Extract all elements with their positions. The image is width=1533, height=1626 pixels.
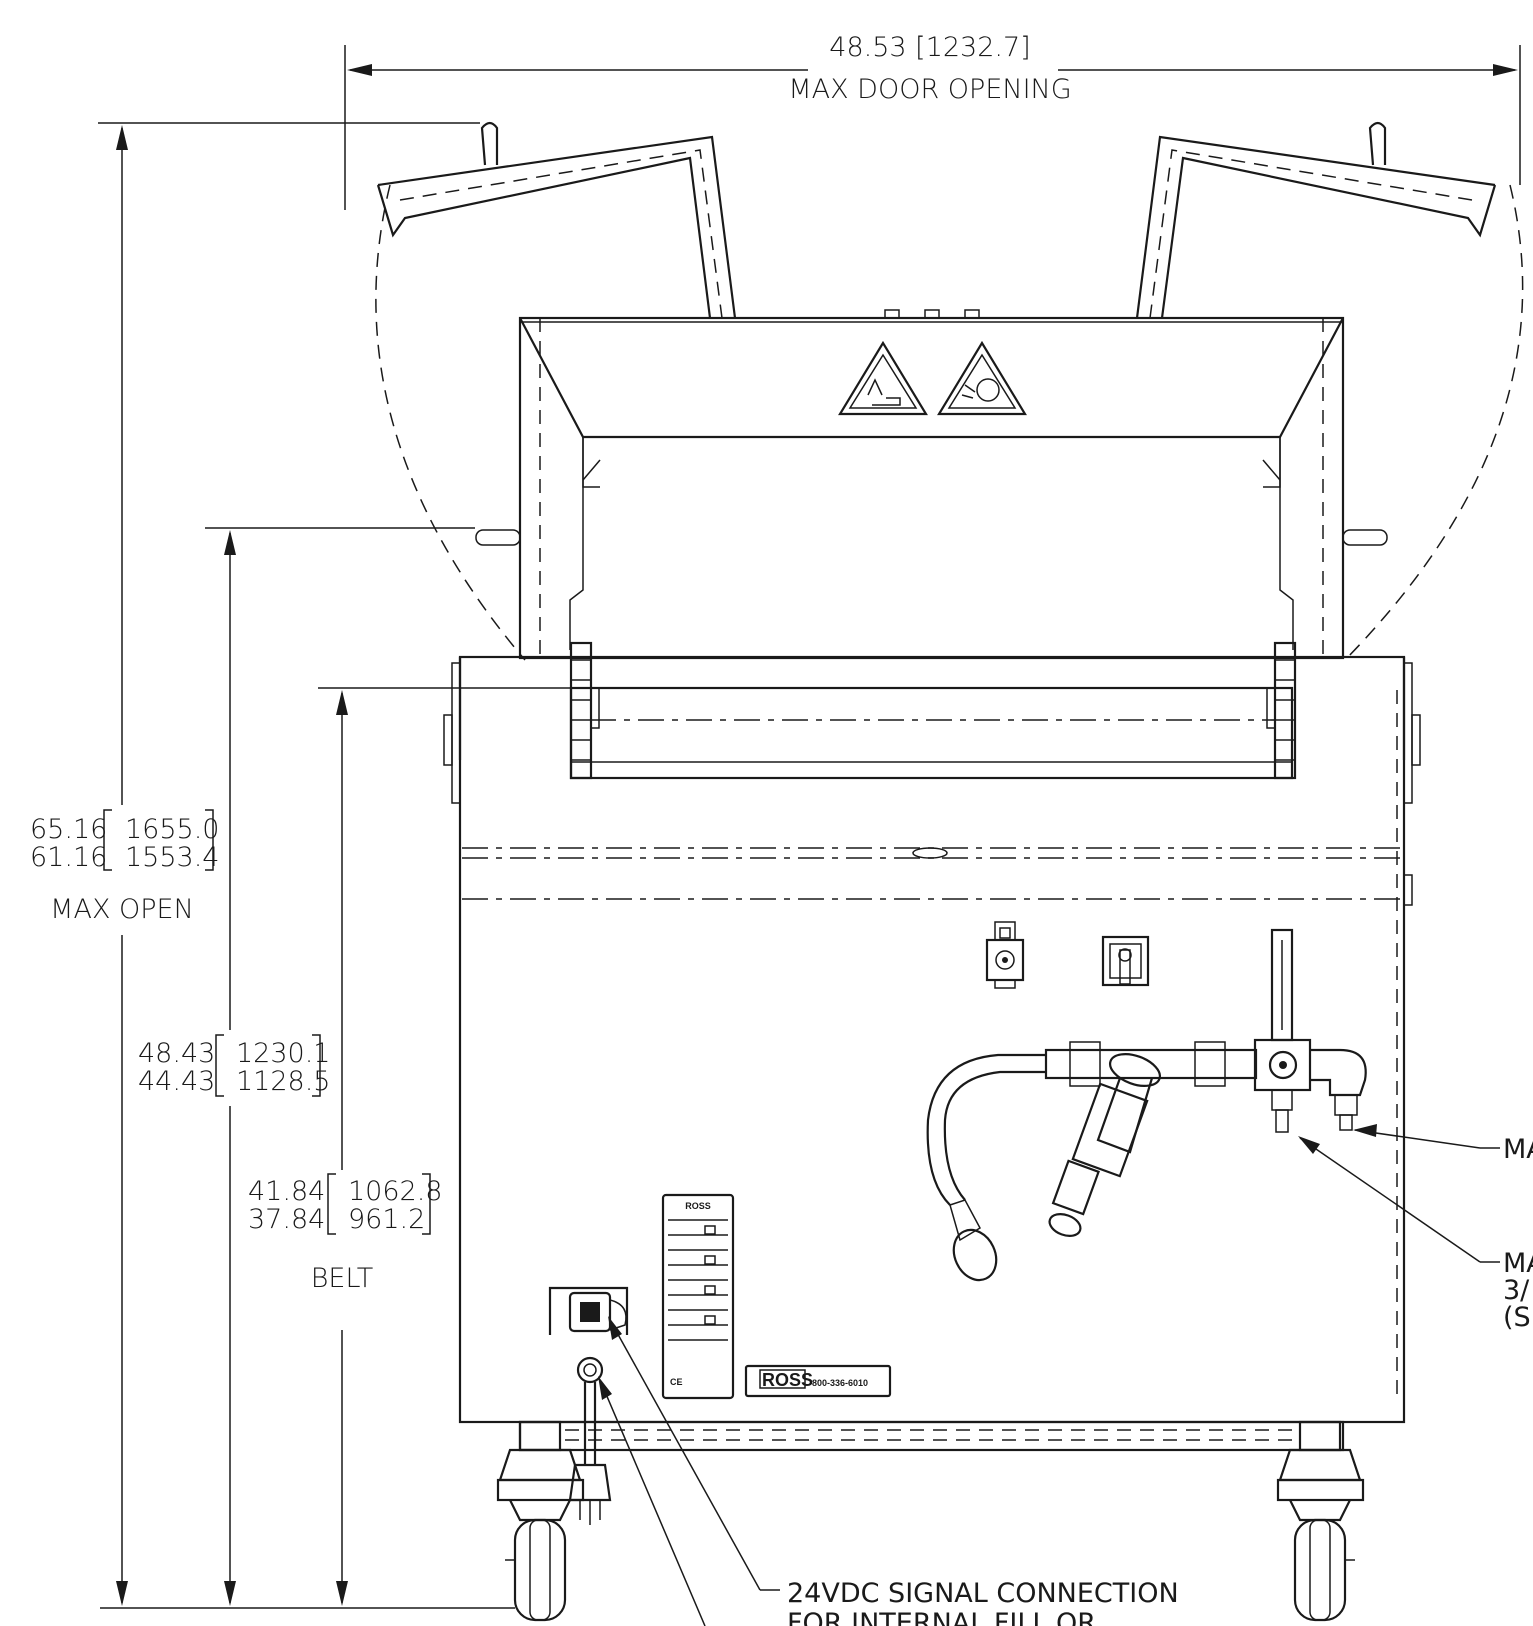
dim-door-opening: 48.53 [1232.7] MAX DOOR OPENING: [344, 32, 1521, 210]
ross-label: ROSS 800-336-6010: [744, 1364, 892, 1398]
dim-belt-mm-bottom: 961.2: [348, 1204, 425, 1235]
leader-signal: [598, 1316, 780, 1626]
ce-mark: CE: [670, 1377, 683, 1387]
dim-height-mid-inch-bottom: 44.43: [138, 1066, 215, 1097]
dim-height-mid: 48.43 44.43 1230.1 1128.5: [138, 527, 475, 1606]
dim-max-open-mm-top: 1655.0: [125, 814, 219, 845]
data-plate-brand: ROSS: [685, 1201, 711, 1211]
dim-height-mid-inch-top: 48.43: [138, 1038, 215, 1069]
callout-signal-line1: 24VDC SIGNAL CONNECTION: [787, 1578, 1179, 1609]
ross-label-brand: ROSS: [762, 1370, 813, 1390]
drain-port: [912, 847, 948, 859]
pushbutton-switch: [985, 921, 1025, 989]
door-swing-arc-left: [375, 184, 526, 661]
water-inlet-assembly: [926, 928, 1367, 1282]
dim-max-open-mm-bottom: 1553.4: [125, 842, 219, 873]
callout-right-2b: 3/: [1503, 1275, 1530, 1306]
power-cord: [568, 1356, 612, 1525]
dim-max-open-label: MAX OPEN: [50, 894, 194, 925]
signal-connector: [548, 1286, 629, 1335]
dim-max-open: 65.16 61.16 1655.0 1553.4 MAX OPEN: [30, 122, 480, 1606]
side-handle-left: [475, 529, 521, 546]
base-frame: [518, 1420, 1345, 1452]
dim-belt-label: BELT: [311, 1263, 374, 1294]
dim-height-mid-mm-top: 1230.1: [236, 1038, 330, 1069]
dim-belt-inch-bottom: 37.84: [248, 1204, 325, 1235]
dim-max-open-inch-top: 65.16: [30, 814, 107, 845]
dim-max-open-inch-bottom: 61.16: [30, 842, 107, 873]
dim-door-opening-value: 48.53 [1232.7]: [829, 32, 1030, 63]
door-swing-arc-right: [1344, 184, 1524, 661]
dim-belt-inch-top: 41.84: [248, 1176, 325, 1207]
dim-door-opening-label: MAX DOOR OPENING: [788, 74, 1071, 105]
callout-right-2a: MA: [1503, 1248, 1533, 1279]
callout-right-2c: (S: [1503, 1302, 1531, 1333]
warning-sign-face-shield: [937, 340, 1027, 416]
side-handle-right: [1342, 529, 1388, 546]
data-plate: ROSS CE: [661, 1193, 735, 1400]
leader-right-1: [1353, 1124, 1500, 1149]
rotary-disconnect-switch: [1101, 935, 1150, 987]
ross-label-phone: 800-336-6010: [812, 1378, 868, 1388]
dim-height-mid-mm-bottom: 1128.5: [236, 1066, 330, 1097]
caster-right: [1276, 1448, 1365, 1622]
callout-right-1: MA: [1503, 1134, 1533, 1165]
leader-right-2: [1298, 1136, 1500, 1263]
door-left: [376, 121, 737, 319]
dim-belt-mm-top: 1062.8: [348, 1176, 442, 1207]
hood: [518, 309, 1345, 660]
callout-signal-line2: FOR INTERNAL FILL OR: [787, 1608, 1096, 1626]
door-right: [1135, 121, 1497, 319]
caster-left: [496, 1448, 585, 1622]
dim-belt: 41.84 37.84 1062.8 961.2 BELT: [248, 687, 570, 1606]
belt-roller: [569, 641, 1297, 780]
warning-sign-corrosive: [838, 340, 928, 416]
